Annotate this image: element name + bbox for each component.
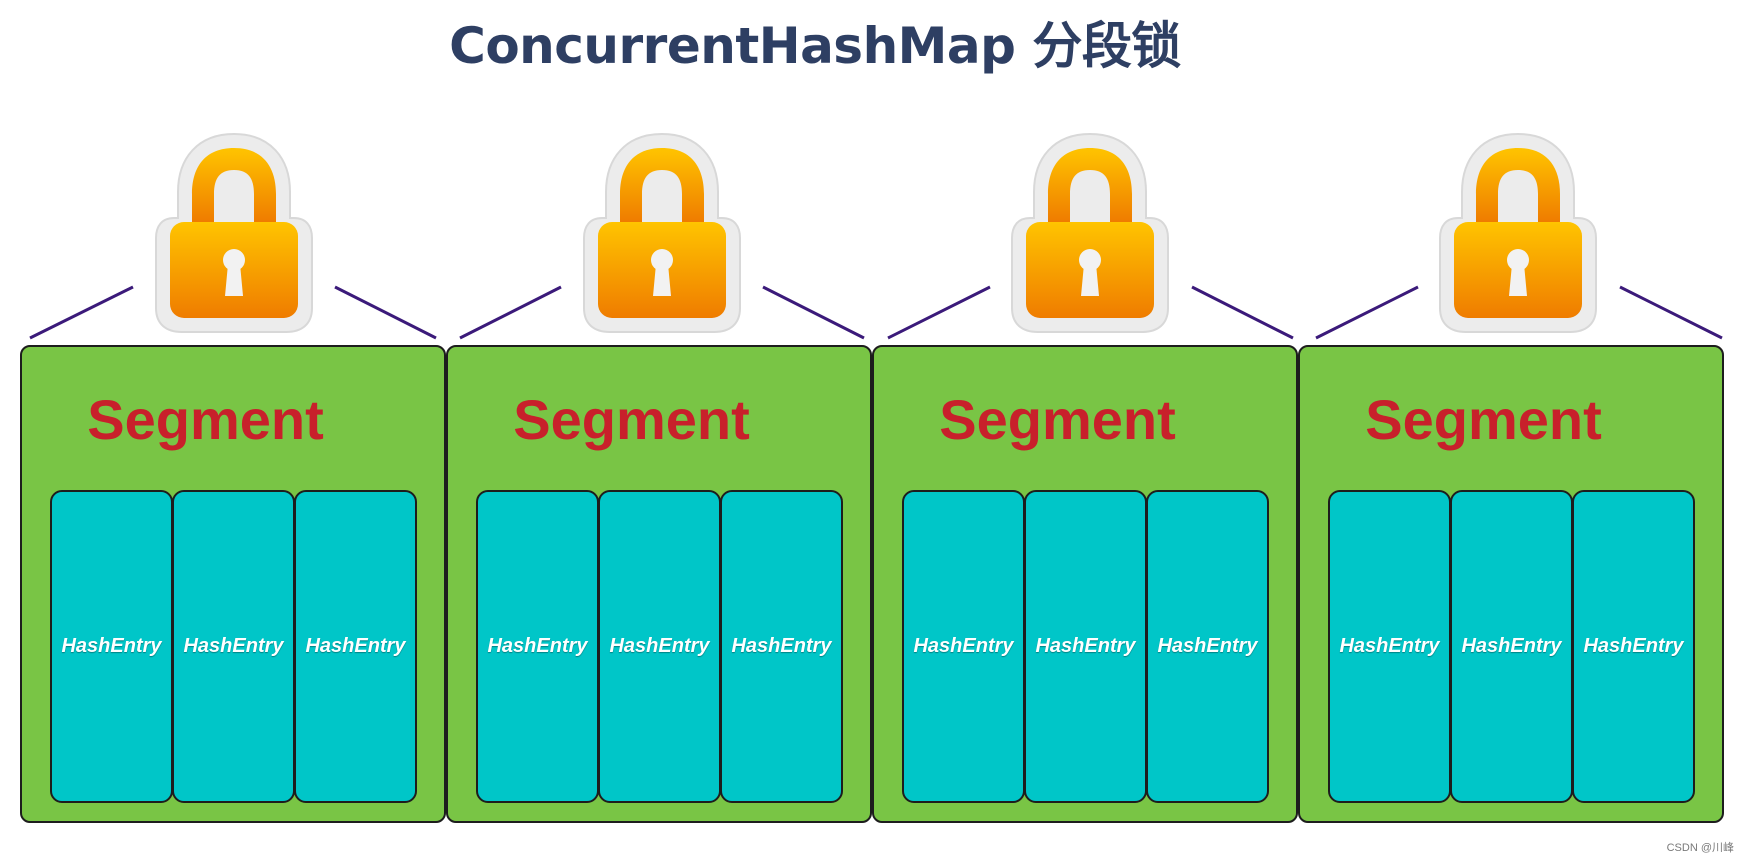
hash-entry-label: HashEntry xyxy=(1035,635,1136,657)
connector-line xyxy=(1315,285,1419,340)
connector-line xyxy=(1191,285,1294,340)
padlock-icon xyxy=(1439,132,1597,333)
hash-entry-group: HashEntry HashEntry HashEntry xyxy=(902,490,1269,803)
padlock-icon xyxy=(155,132,313,333)
hash-entry: HashEntry xyxy=(1328,490,1451,803)
hash-entry: HashEntry xyxy=(476,490,599,803)
hash-entry: HashEntry xyxy=(598,490,721,803)
segment-box: Segment HashEntry HashEntry HashEntry xyxy=(1298,345,1724,823)
segment-label: Segment xyxy=(513,388,750,451)
segment-box: Segment HashEntry HashEntry HashEntry xyxy=(446,345,872,823)
hash-entry-label: HashEntry xyxy=(609,635,710,657)
segment-label: Segment xyxy=(87,388,324,451)
hash-entry-label: HashEntry xyxy=(305,635,406,657)
padlock-icon xyxy=(1011,132,1169,333)
hash-entry-label: HashEntry xyxy=(61,635,162,657)
segment-label: Segment xyxy=(1365,388,1602,451)
diagram-title: ConcurrentHashMap 分段锁 xyxy=(449,17,1181,75)
hash-entry-group: HashEntry HashEntry HashEntry xyxy=(50,490,417,803)
segment-box: Segment HashEntry HashEntry HashEntry xyxy=(872,345,1298,823)
connector-line xyxy=(334,285,437,340)
hash-entry-group: HashEntry HashEntry HashEntry xyxy=(1328,490,1695,803)
segment-label: Segment xyxy=(939,388,1176,451)
hash-entry-label: HashEntry xyxy=(183,635,284,657)
hash-entry: HashEntry xyxy=(1450,490,1573,803)
connector-line xyxy=(887,285,991,340)
hash-entry: HashEntry xyxy=(1024,490,1147,803)
connector-line xyxy=(762,285,865,340)
hash-entry-group: HashEntry HashEntry HashEntry xyxy=(476,490,843,803)
hash-entry: HashEntry xyxy=(1572,490,1695,803)
hash-entry: HashEntry xyxy=(720,490,843,803)
hash-entry-label: HashEntry xyxy=(913,635,1014,657)
hash-entry: HashEntry xyxy=(1146,490,1269,803)
hash-entry-label: HashEntry xyxy=(487,635,588,657)
padlock-icon xyxy=(583,132,741,333)
segment-box: Segment HashEntry HashEntry HashEntry xyxy=(20,345,446,823)
hash-entry: HashEntry xyxy=(902,490,1025,803)
connector-line xyxy=(459,285,562,340)
connector-line xyxy=(1619,285,1723,340)
connector-line xyxy=(29,285,134,340)
hash-entry: HashEntry xyxy=(50,490,173,803)
hash-entry: HashEntry xyxy=(294,490,417,803)
watermark: CSDN @川峰 xyxy=(1666,842,1734,854)
hash-entry: HashEntry xyxy=(172,490,295,803)
hash-entry-label: HashEntry xyxy=(1339,635,1440,657)
hash-entry-label: HashEntry xyxy=(1583,635,1684,657)
hash-entry-label: HashEntry xyxy=(1461,635,1562,657)
hash-entry-label: HashEntry xyxy=(1157,635,1258,657)
hash-entry-label: HashEntry xyxy=(731,635,832,657)
